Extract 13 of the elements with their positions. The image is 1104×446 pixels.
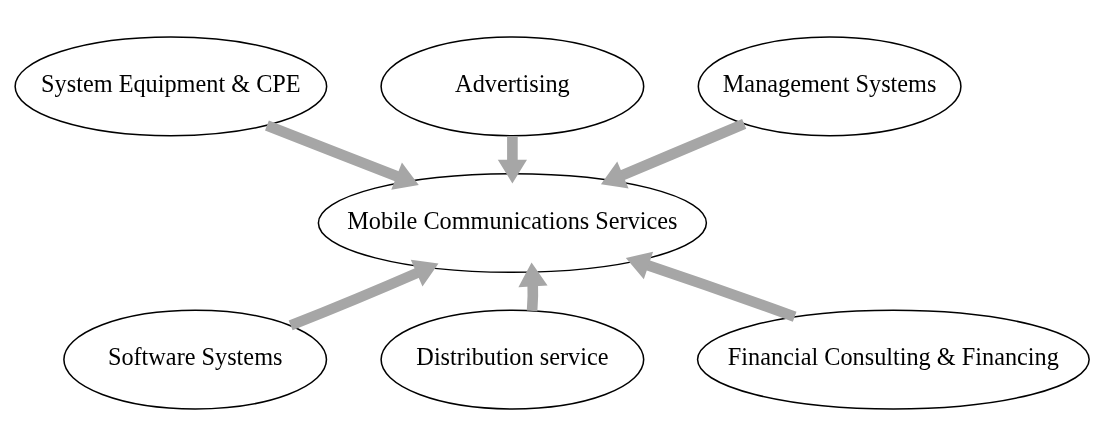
node-ellipse: Financial Consulting & Financing xyxy=(696,309,1090,410)
node-ellipse: Software Systems xyxy=(63,309,328,410)
node-ellipse: System Equipment & CPE xyxy=(14,36,328,137)
node-ellipse: Distribution service xyxy=(380,309,645,410)
arrow xyxy=(625,251,797,322)
arrow xyxy=(600,119,747,189)
node-ellipse: Advertising xyxy=(380,36,645,137)
arrow xyxy=(518,262,548,312)
arrow xyxy=(265,120,419,190)
node-ellipse: Management Systems xyxy=(697,36,962,137)
node-ellipse: Mobile Communications Services xyxy=(317,172,708,274)
arrow xyxy=(497,136,527,184)
arrow xyxy=(288,259,439,331)
